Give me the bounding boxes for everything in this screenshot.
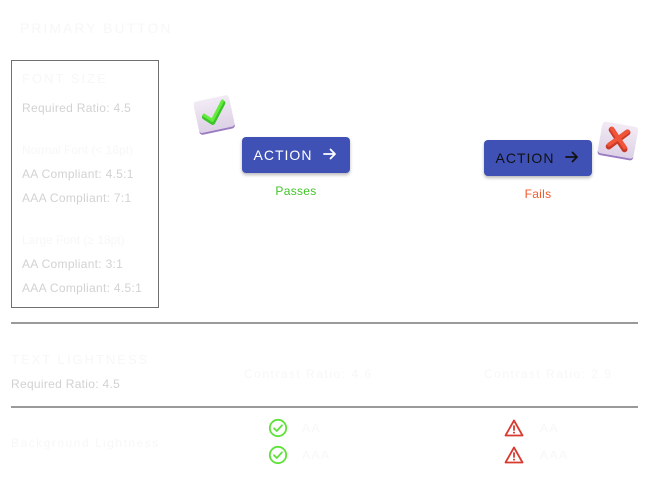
font-size-heading: Font Size — [22, 71, 108, 86]
required-ratio-text-2: Required Ratio: 4.5 — [11, 377, 121, 391]
action-button-passing[interactable]: ACTION — [242, 137, 350, 173]
background-lightness-label: Background Lightness — [11, 436, 160, 450]
table-divider — [11, 406, 638, 408]
check-circle-icon — [268, 445, 288, 465]
arrow-right-icon — [564, 149, 580, 168]
cross-mark-icon — [597, 121, 639, 159]
fails-label: Fails — [524, 187, 552, 201]
fail-level-aa: AA — [540, 421, 560, 435]
fail-column-header: Contrast Ratio: 2.9 — [484, 367, 613, 381]
large-font-heading: Large Font (≥ 18pt) — [22, 233, 125, 247]
fail-level-aaa: AAA — [540, 448, 569, 462]
check-circle-icon — [268, 418, 288, 438]
section-divider — [11, 322, 638, 324]
pass-column-header: Contrast Ratio: 4.6 — [244, 367, 373, 381]
action-button-failing[interactable]: ACTION — [484, 140, 592, 176]
warning-triangle-icon — [504, 445, 524, 465]
text-lightness-heading: Text Lightness — [11, 352, 150, 367]
required-ratio-text: Required Ratio: 4.5 — [22, 101, 132, 115]
large-aaa-text: AAA Compliant: 4.5:1 — [22, 281, 143, 295]
ratio-info-box: Font Size Required Ratio: 4.5 Normal Fon… — [11, 60, 159, 308]
normal-font-heading: Normal Font (< 18pt) — [22, 143, 134, 157]
action-button-label: ACTION — [495, 150, 555, 166]
action-button-label: ACTION — [253, 147, 313, 163]
section-title: Primary Button — [20, 20, 173, 36]
normal-aa-text: AA Compliant: 4.5:1 — [22, 167, 134, 181]
check-mark-icon — [193, 94, 235, 134]
pass-level-aaa: AAA — [302, 448, 331, 462]
arrow-right-icon — [322, 146, 338, 165]
passes-label: Passes — [275, 184, 317, 198]
large-aa-text: AA Compliant: 3:1 — [22, 257, 124, 271]
normal-aaa-text: AAA Compliant: 7:1 — [22, 191, 132, 205]
warning-triangle-icon — [504, 418, 524, 438]
pass-level-aa: AA — [302, 421, 322, 435]
